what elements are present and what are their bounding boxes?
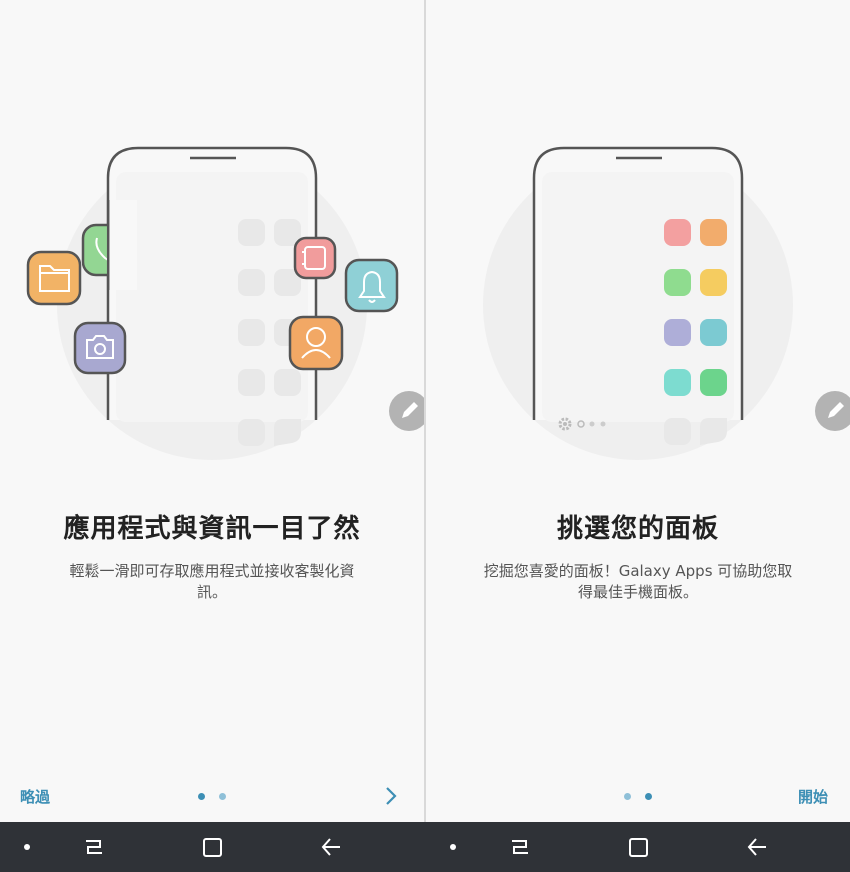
edge-handle-pencil-icon[interactable] (389, 391, 424, 431)
nav-dot-indicator[interactable] (428, 822, 478, 872)
app-tile (700, 319, 727, 346)
person-icon (288, 315, 344, 371)
page-dot-1 (198, 793, 205, 800)
panel-gallery-illustration (483, 146, 793, 460)
next-button[interactable] (378, 782, 404, 810)
page-title: 應用程式與資訊一目了然 (63, 514, 361, 544)
page-dot-2 (219, 793, 226, 800)
camera-icon (73, 321, 127, 375)
description-line-1: 挖掘您喜愛的面板！Galaxy Apps 可協助您取 (483, 562, 793, 580)
nav-dot-indicator[interactable] (2, 822, 52, 872)
page-dot-1 (624, 793, 631, 800)
app-tile (664, 269, 691, 296)
app-tile (700, 269, 727, 296)
onboarding-footer: 開始 (426, 776, 850, 816)
contact-card-icon (293, 236, 337, 280)
home-icon[interactable] (187, 822, 237, 872)
page-title: 挑選您的面板 (556, 514, 719, 544)
page-description: 輕鬆一滑即可存取應用程式並接收客製化資 訊。 (50, 561, 374, 603)
home-icon[interactable] (613, 822, 663, 872)
page-description: 挖掘您喜愛的面板！Galaxy Apps 可協助您取 得最佳手機面板。 (476, 561, 800, 603)
start-button[interactable]: 開始 (797, 788, 828, 806)
bell-icon (344, 258, 399, 313)
app-tile (664, 369, 691, 396)
onboarding-screen-1: 應用程式與資訊一目了然 輕鬆一滑即可存取應用程式並接收客製化資 訊。 略過 (0, 0, 424, 872)
onboarding-screen-2: 挑選您的面板 挖掘您喜愛的面板！Galaxy Apps 可協助您取 得最佳手機面… (426, 0, 850, 872)
back-icon[interactable] (306, 822, 356, 872)
folder-icon (26, 250, 82, 306)
description-line-2: 得最佳手機面板。 (577, 583, 698, 601)
system-navigation-bar (0, 822, 850, 872)
onboarding-footer: 略過 (0, 776, 424, 816)
recent-apps-icon[interactable] (495, 822, 545, 872)
page-dot-2 (645, 793, 652, 800)
back-icon[interactable] (732, 822, 782, 872)
skip-button[interactable]: 略過 (20, 788, 51, 806)
app-tile (700, 219, 727, 246)
app-tile (700, 369, 727, 396)
chevron-right-icon (386, 787, 397, 805)
edge-panel-illustration (26, 146, 399, 460)
settings-gear-icon (558, 417, 572, 431)
app-tile (664, 219, 691, 246)
app-tile (664, 319, 691, 346)
screen-divider (424, 0, 426, 872)
description-line-1: 輕鬆一滑即可存取應用程式並接收客製化資 (69, 562, 355, 580)
description-line-2: 訊。 (196, 583, 227, 601)
edge-handle-pencil-icon[interactable] (815, 391, 850, 431)
recent-apps-icon[interactable] (69, 822, 119, 872)
